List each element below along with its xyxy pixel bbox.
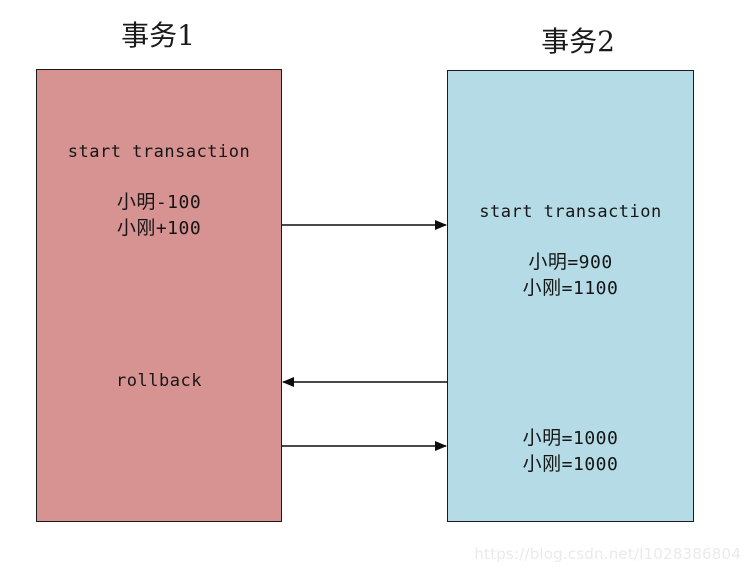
transaction-2-read2-xiaogang: 小刚=1000 (522, 453, 619, 475)
numeric-value: =1000 (561, 428, 619, 449)
transaction-1-title: 事务1 (121, 19, 195, 52)
numeric-value: =1000 (561, 454, 619, 475)
watermark-text: https://blog.csdn.net/l1028386804 (474, 545, 741, 563)
transaction-1-rollback-statement: rollback (116, 371, 202, 391)
numeric-value: +100 (155, 218, 202, 239)
transaction-2-read1-xiaogang: 小刚=1100 (522, 277, 619, 299)
transaction-1-update-xiaogang: 小刚+100 (116, 217, 202, 239)
transaction-2-read1-xiaoming: 小明=900 (528, 251, 613, 273)
transaction-1-box (36, 69, 282, 522)
transaction-2-start-statement: start transaction (479, 202, 662, 222)
transaction-2-read2-xiaoming: 小明=1000 (522, 427, 619, 449)
transaction-1-update-xiaoming: 小明-100 (116, 191, 202, 213)
numeric-value: -100 (155, 192, 202, 213)
transaction-2-box (447, 70, 694, 522)
transaction-2-title: 事务2 (541, 25, 615, 58)
transaction-1-start-statement: start transaction (67, 142, 251, 162)
numeric-value: =900 (567, 252, 613, 273)
numeric-value: =1100 (561, 278, 619, 299)
